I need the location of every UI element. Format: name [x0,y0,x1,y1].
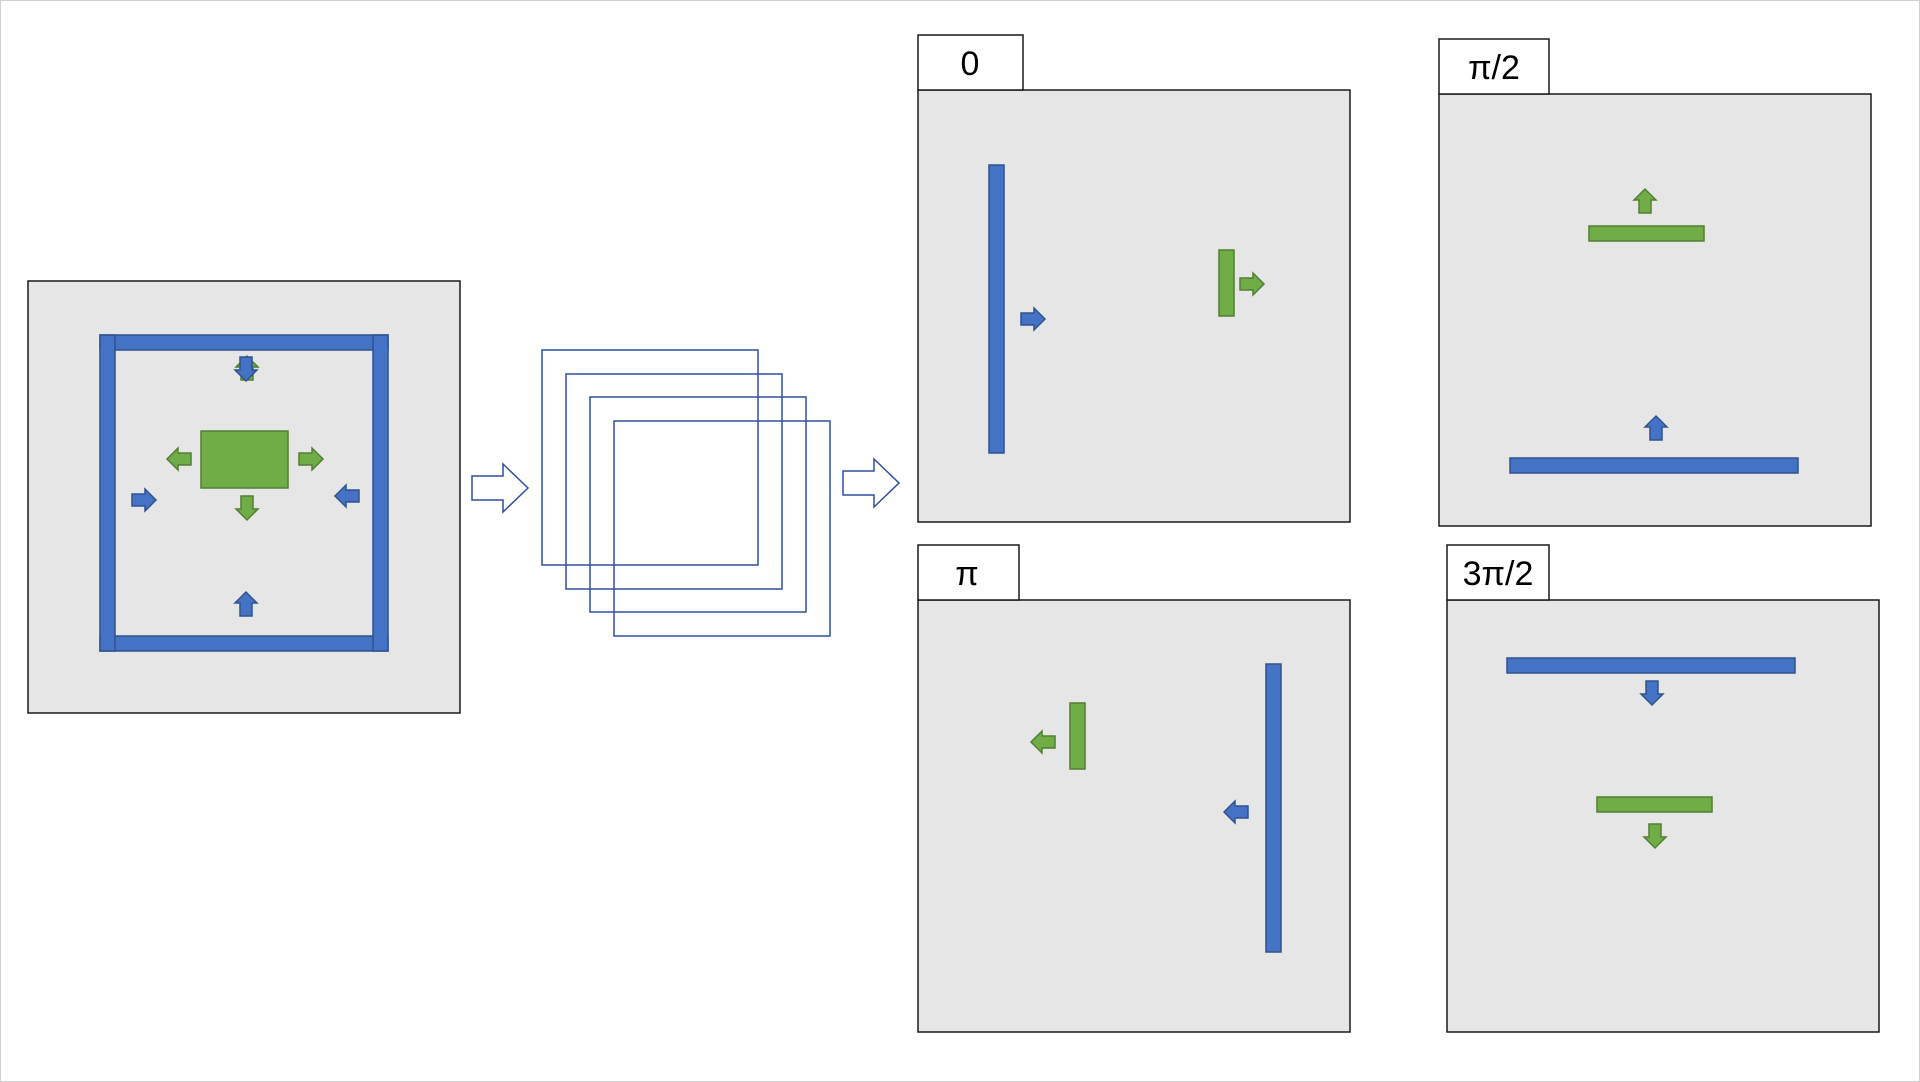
blue-wall [988,164,1005,454]
green-block [1069,702,1086,770]
panel-0-tab [917,34,1024,91]
flow-arrow-1-icon [471,462,530,514]
flow-arrow-2-icon [842,457,901,509]
panel-half-pi-label: π/2 [1468,49,1520,87]
panel-phase-0: 0 [917,34,1351,523]
wall-bottom [99,635,389,652]
panel-pi-background [917,599,1351,1033]
frame-2 [565,373,783,590]
blue-wall [1509,457,1799,474]
frame-3 [589,396,807,613]
green-block [1218,249,1235,317]
blue-wall [1265,663,1282,953]
green-block [1588,225,1705,242]
panel-pi-tab [917,544,1020,601]
panel-phase-pi: π [917,544,1351,1033]
panel-pi-label: π [955,555,978,593]
panel-three-half-pi-label: 3π/2 [1463,555,1534,593]
source-panel [27,280,461,714]
green-block [1596,796,1713,813]
panel-0-background [917,89,1351,523]
frame-stack [541,349,831,637]
wall-right [372,334,389,652]
panel-three-half-pi-tab [1446,544,1550,601]
panel-half-pi-tab [1438,38,1550,95]
wall-top [99,334,389,351]
panel-phase-half-pi: π/2 [1438,38,1872,527]
blue-wall [1506,657,1796,674]
wall-left [99,334,116,652]
center-block [200,430,289,489]
panel-half-pi-background [1438,93,1872,527]
panel-0-label: 0 [961,45,980,83]
frame-1 [541,349,759,566]
panel-phase-three-half-pi: 3π/2 [1446,544,1880,1033]
frame-4 [613,420,831,637]
